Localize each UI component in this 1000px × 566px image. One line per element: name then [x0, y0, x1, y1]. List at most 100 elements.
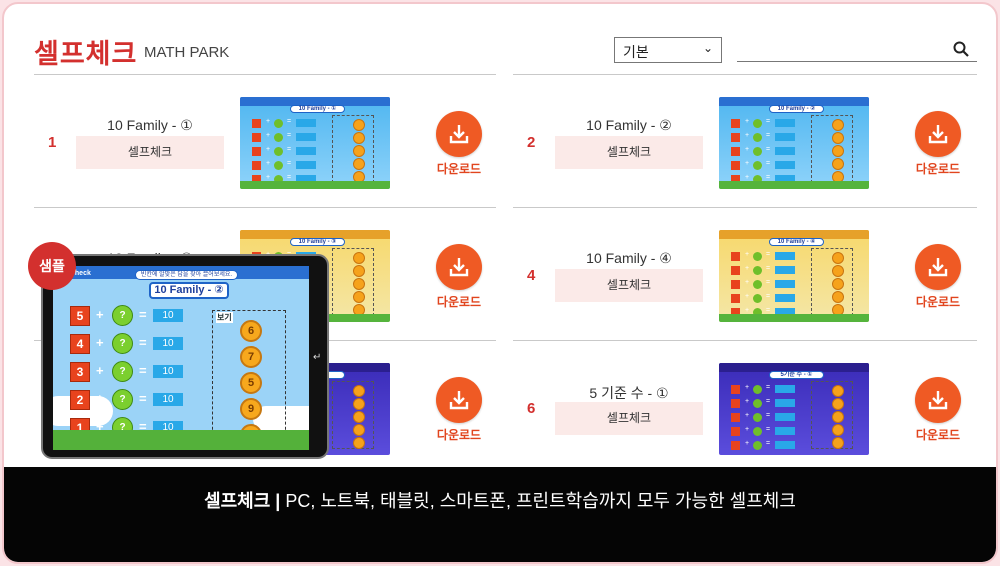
self-check-button[interactable]: 셀프체크 — [555, 269, 703, 302]
thumb-coin — [832, 385, 844, 397]
sample-title: 10 Family - ② — [149, 282, 229, 299]
divider — [34, 207, 496, 208]
download-label: 다운로드 — [436, 162, 482, 176]
thumb-coin — [353, 291, 365, 303]
answer-slot[interactable]: ? — [112, 305, 133, 326]
thumb-coin — [832, 145, 844, 157]
item-number: 2 — [527, 134, 536, 151]
thumb-coin — [353, 424, 365, 436]
equation-equals: = — [139, 335, 147, 350]
download-icon — [436, 111, 482, 157]
equation-operator: + — [96, 307, 104, 322]
item-thumbnail[interactable]: 10 Family - ① += += += += += — [240, 97, 390, 189]
item-title: 10 Family - ④ — [586, 250, 672, 266]
equation-result: 10 — [153, 393, 183, 406]
download-label: 다운로드 — [915, 428, 961, 442]
thumb-coin — [353, 437, 365, 449]
equation-operator: + — [96, 335, 104, 350]
choices-label: 보기 — [216, 312, 233, 323]
search-icon[interactable] — [952, 40, 970, 58]
equation-operator: + — [96, 419, 104, 434]
banner-bold: 셀프체크 | — [204, 491, 281, 511]
thumb-coin — [832, 158, 844, 170]
equation-result: 10 — [153, 309, 183, 322]
item-title: 5 기준 수 - ① — [589, 385, 669, 401]
thumb-caption: 10 Family - ④ — [769, 238, 824, 246]
thumb-coin — [832, 424, 844, 436]
download-button[interactable]: 다운로드 — [434, 244, 484, 310]
download-button[interactable]: 다운로드 — [913, 377, 963, 443]
equation-equals: = — [139, 391, 147, 406]
thumb-coin — [832, 252, 844, 264]
choice-coin[interactable]: 9 — [240, 398, 262, 420]
choice-coin[interactable]: 6 — [240, 320, 262, 342]
banner-body: PC, 노트북, 태블릿, 스마트폰, 프린트학습까지 모두 가능한 셀프체크 — [280, 491, 796, 511]
equation-equals: = — [139, 307, 147, 322]
sample-screen: self check 빈칸에 알맞은 답을 찾아 끌어보세요. 10 Famil… — [53, 266, 309, 450]
download-button[interactable]: 다운로드 — [913, 111, 963, 177]
equation-result: 10 — [153, 337, 183, 350]
self-check-button[interactable]: 셀프체크 — [555, 136, 703, 169]
item-title: 10 Family - ① — [107, 117, 193, 133]
choice-coin[interactable]: 7 — [240, 346, 262, 368]
equation-number: 5 — [70, 306, 90, 326]
thumb-caption: 5기준 수 - ① — [769, 371, 824, 379]
download-button[interactable]: 다운로드 — [434, 111, 484, 177]
equation-equals: = — [139, 419, 147, 434]
equation-number: 2 — [70, 390, 90, 410]
divider — [513, 340, 977, 341]
equation-result: 10 — [153, 365, 183, 378]
home-button: ↵ — [313, 352, 322, 363]
thumb-coin — [353, 265, 365, 277]
sample-badge: 샘플 — [28, 242, 76, 290]
equation-equals: = — [139, 363, 147, 378]
sample-instruction: 빈칸에 알맞은 답을 찾아 끌어보세요. — [135, 270, 238, 280]
search-input[interactable] — [737, 61, 977, 62]
answer-slot[interactable]: ? — [112, 361, 133, 382]
cloud-decoration — [253, 406, 309, 432]
list-item: 4 10 Family - ④ 셀프체크 10 Family - ④ += +=… — [515, 221, 975, 341]
item-thumbnail[interactable]: 10 Family - ② += += += += += — [719, 97, 869, 189]
sort-select-value: 기본 — [623, 44, 649, 60]
download-icon — [915, 377, 961, 423]
self-check-button[interactable]: 셀프체크 — [76, 136, 224, 169]
thumb-coin — [832, 265, 844, 277]
ground-decoration — [53, 430, 309, 450]
thumb-coin — [832, 291, 844, 303]
thumb-coin — [832, 437, 844, 449]
answer-slot[interactable]: ? — [112, 333, 133, 354]
thumb-coin — [353, 132, 365, 144]
thumb-coin — [353, 278, 365, 290]
list-item: 6 5 기준 수 - ① 셀프체크 5기준 수 - ① += += += += … — [515, 354, 975, 474]
download-button[interactable]: 다운로드 — [913, 244, 963, 310]
equation-operator: + — [96, 391, 104, 406]
item-number: 4 — [527, 267, 536, 284]
bottom-banner: 셀프체크 | PC, 노트북, 태블릿, 스마트폰, 프린트학습까지 모두 가능… — [4, 467, 996, 562]
choice-coin[interactable]: 5 — [240, 372, 262, 394]
thumb-coin — [832, 119, 844, 131]
sort-select[interactable]: 기본 ⌄ — [614, 37, 722, 63]
answer-slot[interactable]: ? — [112, 389, 133, 410]
download-label: 다운로드 — [915, 295, 961, 309]
divider — [34, 74, 496, 75]
item-number: 6 — [527, 400, 536, 417]
item-title: 10 Family - ② — [586, 117, 672, 133]
self-check-button[interactable]: 셀프체크 — [555, 402, 703, 435]
page-subtitle: MATH PARK — [144, 44, 230, 61]
equation-number: 3 — [70, 362, 90, 382]
item-thumbnail[interactable]: 10 Family - ④ += += += += += — [719, 230, 869, 322]
thumb-coin — [353, 252, 365, 264]
thumb-coin — [832, 398, 844, 410]
download-label: 다운로드 — [436, 428, 482, 442]
page-title: 셀프체크 — [34, 39, 138, 69]
thumb-coin — [832, 411, 844, 423]
chevron-down-icon: ⌄ — [702, 41, 713, 55]
thumb-coin — [353, 145, 365, 157]
download-icon — [915, 111, 961, 157]
thumb-coin — [353, 158, 365, 170]
download-icon — [436, 244, 482, 290]
download-icon — [915, 244, 961, 290]
thumb-caption: 10 Family - ② — [769, 105, 824, 113]
download-button[interactable]: 다운로드 — [434, 377, 484, 443]
item-thumbnail[interactable]: 5기준 수 - ① += += += += += — [719, 363, 869, 455]
